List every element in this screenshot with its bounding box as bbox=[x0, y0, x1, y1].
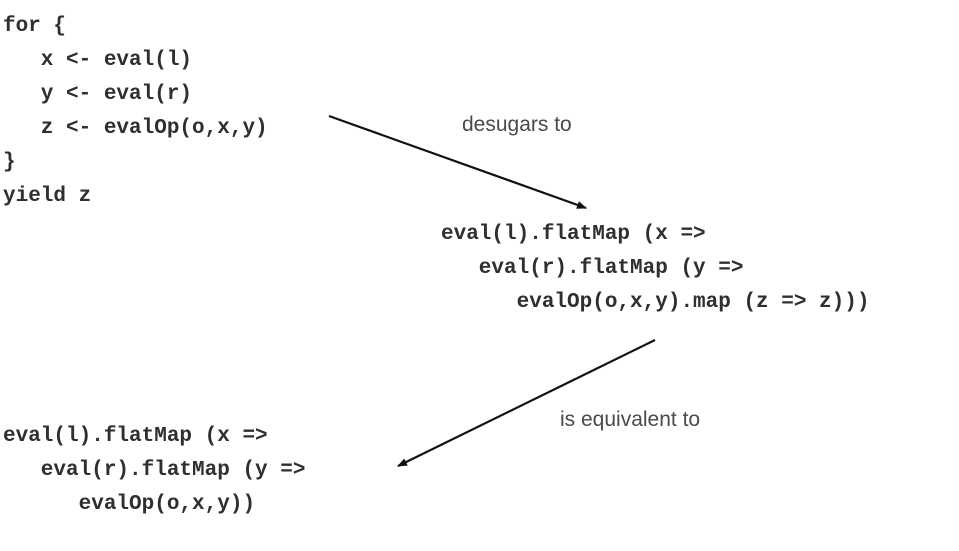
code-line: evalOp(o,x,y)) bbox=[3, 493, 256, 516]
desugar-arrow bbox=[328, 114, 587, 210]
code-line: x <- eval(l) bbox=[3, 49, 193, 72]
equivalence-label: is equivalent to bbox=[560, 408, 701, 431]
equivalent-code: eval(l).flatMap (x => eval(r).flatMap (y… bbox=[3, 420, 305, 522]
code-line: eval(l).flatMap (x => bbox=[3, 425, 268, 448]
code-line: for { bbox=[3, 15, 67, 38]
code-line: } bbox=[3, 151, 16, 174]
code-line: eval(r).flatMap (y => bbox=[3, 459, 306, 482]
equivalence-arrow bbox=[397, 339, 656, 467]
for-comprehension-code: for { x <- eval(l) y <- eval(r) z <- eva… bbox=[3, 10, 268, 214]
code-line: evalOp(o,x,y).map (z => z))) bbox=[441, 291, 870, 314]
code-line: eval(l).flatMap (x => bbox=[441, 223, 706, 246]
code-line: yield z bbox=[3, 185, 92, 208]
desugared-code: eval(l).flatMap (x => eval(r).flatMap (y… bbox=[441, 218, 869, 320]
code-line: eval(r).flatMap (y => bbox=[441, 257, 744, 280]
code-line: y <- eval(r) bbox=[3, 83, 193, 106]
code-line: z <- evalOp(o,x,y) bbox=[3, 117, 268, 140]
desugars-label: desugars to bbox=[462, 113, 572, 136]
